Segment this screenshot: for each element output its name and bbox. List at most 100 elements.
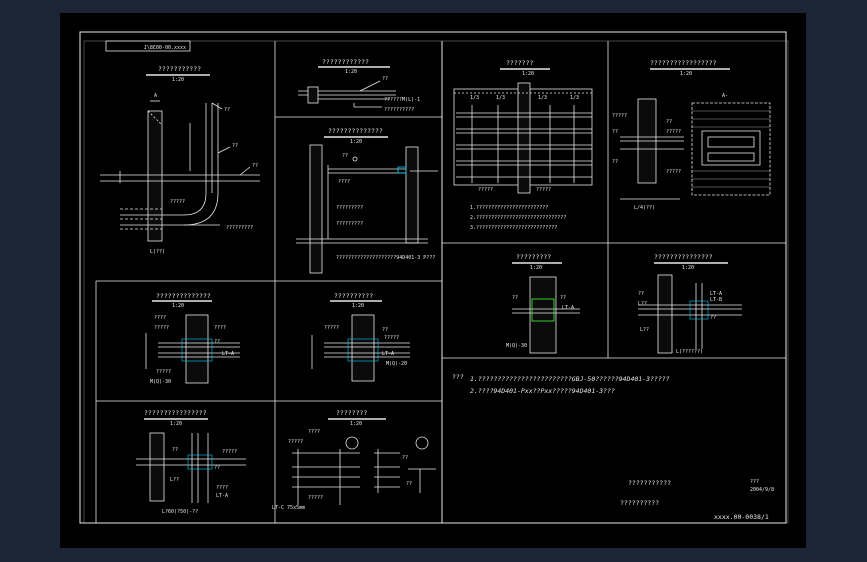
panel-wall-penetration-b: ?????????? 1:20 ????? ?? LT-A ????? M(Q)… <box>311 292 410 382</box>
svg-text:1/3: 1/3 <box>496 95 505 101</box>
svg-text:?????: ????? <box>308 495 323 501</box>
stamp-text: xxxx.00-0038/1 <box>144 45 186 51</box>
svg-text:???????????????: ??????????????? <box>654 253 713 261</box>
svg-text:M(Q)-30: M(Q)-30 <box>150 379 171 385</box>
svg-text:1:20: 1:20 <box>172 303 184 309</box>
title-date: 2004/9/8 <box>750 487 774 493</box>
svg-text:??: ?? <box>382 76 388 82</box>
svg-text:1:20: 1:20 <box>530 265 542 271</box>
svg-text:??: ?? <box>512 295 518 301</box>
svg-text:M(Q)-20: M(Q)-20 <box>386 361 407 367</box>
svg-text:??????????????: ?????????????? <box>328 127 383 135</box>
svg-text:????????: ???????? <box>336 409 367 417</box>
svg-text:L??: L?? <box>170 477 179 483</box>
svg-text:??: ?? <box>406 481 412 487</box>
svg-text:????: ???? <box>154 315 166 321</box>
svg-text:??: ?? <box>638 291 644 297</box>
svg-text:LT-B: LT-B <box>710 297 722 303</box>
svg-text:L?60(?50)-??: L?60(?50)-?? <box>162 509 198 515</box>
panel-brick-wall-opening: ????????????????? 1:20 ????? ?? ?? ?? ??… <box>612 59 771 211</box>
svg-text:?????????: ????????? <box>516 253 551 261</box>
svg-text:?????????: ????????? <box>226 225 253 231</box>
svg-text:??: ?? <box>666 119 672 125</box>
svg-text:?????: ????? <box>666 129 681 135</box>
svg-text:LT-A: LT-A <box>382 351 394 357</box>
svg-text:LT-C 75x5mm: LT-C 75x5mm <box>272 505 305 511</box>
panel-wall-pipe-section: ??????????? 1:20 A ?? ?? ?? ????? ??????… <box>100 65 260 255</box>
notes-heading: ??? <box>452 373 464 381</box>
title-name: ??????????? <box>628 479 671 487</box>
svg-text:???????: ??????? <box>506 59 533 67</box>
panel-wall-penetration-a: ?????????????? 1:20 ???? ????? ???? ?? L… <box>145 292 240 385</box>
svg-text:A: A <box>154 93 157 99</box>
svg-text:1:20: 1:20 <box>350 421 362 427</box>
svg-text:1:20: 1:20 <box>345 69 357 75</box>
svg-text:L??: L?? <box>640 327 649 333</box>
svg-text:1:20: 1:20 <box>680 71 692 77</box>
svg-text:??: ?? <box>214 339 220 345</box>
svg-text:L(??????): L(??????) <box>676 349 703 355</box>
outer-frame <box>79 31 787 524</box>
svg-text:1.????????????????????????: 1.???????????????????????? <box>470 205 548 211</box>
panel-support-bracket: ???????? 1:20 ???? ????? ????? LT-C 75x5… <box>272 409 436 511</box>
svg-text:?????: ????? <box>288 439 303 445</box>
title-date-label: ??? <box>750 479 759 485</box>
svg-text:??: ?? <box>252 163 258 169</box>
svg-text:?????: ????? <box>384 335 399 341</box>
svg-text:A-: A- <box>722 93 728 99</box>
svg-text:?????: ????? <box>156 369 171 375</box>
svg-text:??????????: ?????????? <box>384 107 414 113</box>
svg-text:?????: ????? <box>324 325 339 331</box>
svg-text:????: ???? <box>214 325 226 331</box>
svg-text:??????M(L)-1: ??????M(L)-1 <box>384 97 420 103</box>
svg-text:?????????????????: ????????????????? <box>650 59 717 67</box>
svg-text:????????????????????94D401-3 P: ????????????????????94D401-3 P??? <box>336 255 435 261</box>
svg-text:??: ?? <box>232 143 238 149</box>
svg-text:1:20: 1:20 <box>682 265 694 271</box>
svg-text:??????????????: ?????????????? <box>156 292 211 300</box>
p1-scale: 1:20 <box>172 77 184 83</box>
panel-wall-sleeve: ????????? 1:20 ?? ?? LT-A M(Q)-30 <box>506 253 580 354</box>
svg-text:1:20: 1:20 <box>170 421 182 427</box>
cad-drawing: xxxx.00-0038/1 ??????????? 1:20 A ?? ?? … <box>79 31 789 524</box>
svg-text:L/4(??): L/4(??) <box>634 205 655 211</box>
svg-text:?????: ????? <box>612 113 627 119</box>
svg-text:1/3: 1/3 <box>570 95 579 101</box>
title-block: ??????????? ?????????? ??? 2004/9/8 xxxx… <box>620 479 774 521</box>
svg-text:?????: ????? <box>154 325 169 331</box>
svg-text:LT-A: LT-A <box>216 493 228 499</box>
svg-text:??: ?? <box>342 153 348 159</box>
svg-text:1:20: 1:20 <box>522 71 534 77</box>
svg-text:??: ?? <box>612 129 618 135</box>
pipe-rows <box>456 112 592 178</box>
svg-text:??: ?? <box>172 447 178 453</box>
general-notes: ??? 1.????????????????????????GBJ-50????… <box>452 373 670 395</box>
title-sub: ?????????? <box>620 499 659 507</box>
svg-text:1/3: 1/3 <box>470 95 479 101</box>
svg-text:????: ???? <box>308 429 320 435</box>
svg-text:??: ?? <box>382 327 388 333</box>
svg-text:LT-A: LT-A <box>710 291 722 297</box>
svg-text:????: ???? <box>338 179 350 185</box>
svg-text:3.???????????????????????????: 3.??????????????????????????? <box>470 225 557 231</box>
svg-text:?????????: ????????? <box>336 205 363 211</box>
notes-line-1: 1.????????????????????????GBJ-50??????94… <box>470 375 670 383</box>
svg-text:??: ?? <box>224 107 230 113</box>
svg-text:L(??): L(??) <box>150 249 165 255</box>
svg-text:L??: L?? <box>638 301 647 307</box>
panel-pipe-through-slab: ???????????????? 1:20 ????? ?? ?? L?? ??… <box>136 409 246 515</box>
svg-text:??: ?? <box>560 295 566 301</box>
svg-text:?????????: ????????? <box>336 221 363 227</box>
svg-text:M(Q)-30: M(Q)-30 <box>506 343 527 349</box>
svg-text:????: ???? <box>216 485 228 491</box>
svg-text:??: ?? <box>214 465 220 471</box>
panel-floor-penetration: ??????????????? 1:20 ?? LT-A LT-B ?? L??… <box>638 253 742 355</box>
svg-text:?????: ????? <box>170 199 185 205</box>
svg-text:1:20: 1:20 <box>350 139 362 145</box>
svg-text:1:20: 1:20 <box>352 303 364 309</box>
svg-text:LT-A: LT-A <box>562 305 574 311</box>
stamp: xxxx.00-0038/1 <box>105 40 191 52</box>
title-drawing-no: xxxx.00-0038/1 <box>714 513 769 521</box>
svg-text:??: ?? <box>612 159 618 165</box>
svg-text:?????: ????? <box>666 169 681 175</box>
